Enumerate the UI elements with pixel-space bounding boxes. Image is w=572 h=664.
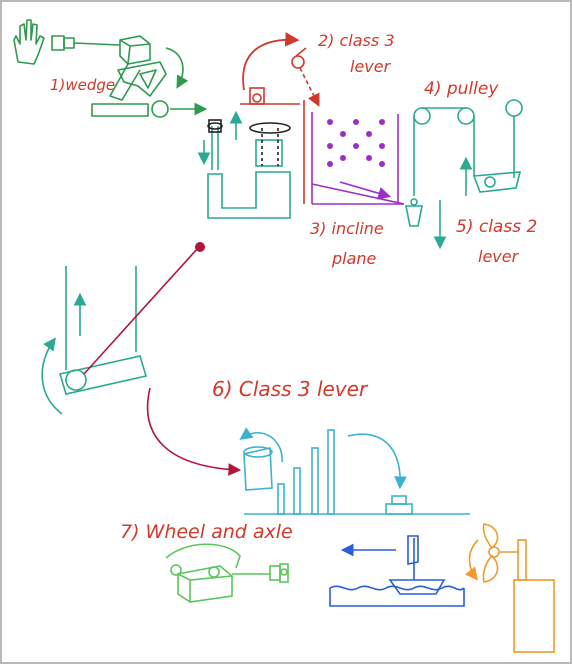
label-pulley: 4) pulley [424,79,499,99]
label-wheel-axle: 7) Wheel and axle [120,521,293,543]
swing-lever [58,266,148,395]
hand-icon [13,19,45,65]
lever2-curve-arrow [242,32,300,91]
pulley-system [405,99,523,227]
label-incline-l2: plane [331,249,377,268]
incline-plane [311,112,405,205]
incline-arrow [339,181,392,200]
bar-sequence [243,429,470,515]
lever2-body [240,47,320,204]
bars-curve-arrow-right [347,433,407,490]
label-class3-lever-b: 6) Class 3 lever [212,377,369,401]
label-wedge: 1)wedge [50,76,115,94]
lever-rod [83,247,199,375]
fan-curve-arrow [465,539,479,581]
bars-curve-arrow-left [239,427,283,463]
label-class2-l2: lever [478,247,520,266]
wedge-machine [51,35,169,118]
swing-curve-arrow [41,337,63,415]
label-class2-l1: 5) class 2 [456,217,537,237]
lever-to-bars-arrow [146,387,242,476]
wheel-axle-machine [165,543,289,603]
label-incline-l1: 3) incline [310,219,384,238]
lever-rod-ball [195,242,205,252]
label-class3-lever-l1: 2) class 3 [318,31,395,50]
molecule-dots [327,119,385,167]
fan-tower [482,523,555,653]
wedge-curve-arrow [165,47,189,89]
hydraulic-press [207,119,291,219]
sailboat [329,535,465,607]
label-class3-lever-l2: lever [350,57,392,76]
